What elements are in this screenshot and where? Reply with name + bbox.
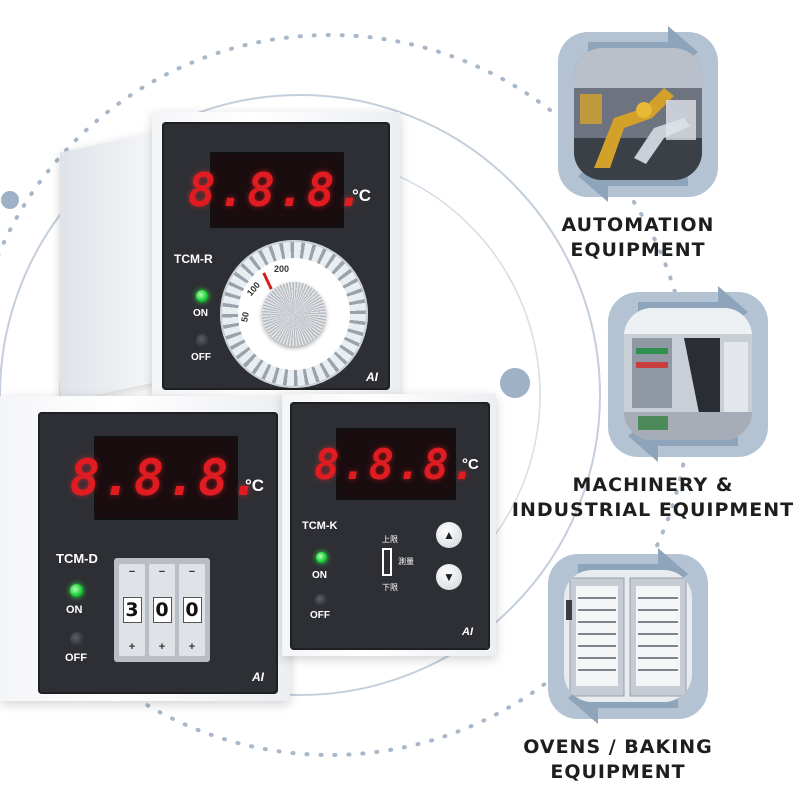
tcm-r-on-led [196, 290, 208, 302]
tcm-k-unit-symbol: °C [462, 456, 479, 473]
controller-tcm-d: 8.8.8. °C TCM-D ON OFF − 3 + − 0 + − 0 +… [0, 386, 300, 706]
triangle-down-icon: ▼ [443, 570, 455, 584]
tcm-r-housing [60, 131, 160, 403]
tcm-d-digit-ones[interactable]: − 0 + [179, 564, 205, 656]
plus-icon[interactable]: + [158, 641, 166, 653]
machinery-photo [624, 308, 752, 440]
automation-robot-photo [574, 48, 702, 180]
tcm-d-on-led [70, 584, 83, 597]
machinery-label-line1: MACHINERY & [572, 474, 734, 496]
controller-tcm-k: 8.8.8. °C TCM-K ON OFF 上限 測量 下限 ▲ ▼ AI [282, 394, 500, 659]
tcm-k-on-led [316, 552, 327, 563]
tcm-r-dial-mark-50: 50 [239, 311, 251, 323]
tcm-d-digit-tens[interactable]: − 0 + [149, 564, 175, 656]
tcm-d-digit-ones-value: 0 [182, 597, 202, 623]
tcm-r-display: 8.8.8. [188, 152, 364, 228]
tcm-r-off-label: OFF [191, 352, 211, 363]
inner-thin-ring [0, 94, 601, 696]
tcm-r-unit-symbol: °C [352, 186, 372, 205]
ovens-label-line2: EQUIPMENT [550, 760, 686, 783]
application-tile-automation: AUTOMATION EQUIPMENT [548, 18, 728, 261]
tcm-k-measure-label: 測量 [398, 557, 414, 566]
tcm-k-on-label: ON [312, 570, 327, 581]
triangle-up-icon: ▲ [443, 528, 455, 542]
tcm-r-dial-knob[interactable] [262, 282, 326, 346]
tcm-d-off-label: OFF [65, 652, 87, 664]
tcm-k-brand: AI [462, 626, 473, 638]
tcm-d-on-label: ON [66, 604, 83, 616]
tcm-d-off-led [70, 632, 84, 646]
tcm-k-down-button[interactable]: ▼ [436, 564, 462, 590]
automation-label-line1: AUTOMATION [561, 214, 715, 236]
tcm-k-off-label: OFF [310, 610, 330, 621]
tcm-r-dial-mark-200: 200 [274, 264, 290, 274]
tcm-r-on-label: ON [193, 308, 208, 319]
tcm-d-model-label: TCM-D [56, 551, 98, 566]
tcm-k-up-button[interactable]: ▲ [436, 522, 462, 548]
tcm-d-digit-hundreds[interactable]: − 3 + [119, 564, 145, 656]
left-ring-dot [1, 191, 19, 209]
application-tile-ovens: OVENS / BAKING EQUIPMENT [523, 540, 718, 783]
automation-label-line2: EQUIPMENT [570, 238, 706, 261]
tcm-r-off-led [196, 334, 209, 347]
tcm-r-brand: AI [366, 370, 378, 384]
ovens-label-line1: OVENS / BAKING [523, 736, 713, 758]
tcm-d-thumbwheel-switch[interactable]: − 3 + − 0 + − 0 + [114, 558, 210, 662]
minus-icon[interactable]: − [128, 566, 136, 578]
right-ring-dot [500, 368, 530, 398]
tcm-d-digit-hundreds-value: 3 [122, 597, 142, 623]
machinery-label-line2: INDUSTRIAL EQUIPMENT [511, 498, 795, 521]
baking-oven-photo [564, 570, 692, 702]
tcm-d-unit-symbol: °C [245, 476, 265, 495]
tcm-k-display: 8.8.8. [314, 428, 476, 500]
tcm-r-model-label: TCM-R [174, 252, 213, 266]
machinery-label: MACHINERY & INDUSTRIAL EQUIPMENT [508, 473, 798, 522]
plus-icon[interactable]: + [128, 641, 136, 653]
tcm-d-brand: AI [252, 670, 264, 684]
minus-icon[interactable]: − [188, 566, 196, 578]
ovens-label: OVENS / BAKING EQUIPMENT [478, 735, 758, 784]
automation-label: AUTOMATION EQUIPMENT [528, 213, 748, 262]
tcm-k-mode-switch[interactable] [382, 548, 392, 576]
minus-icon[interactable]: − [158, 566, 166, 578]
tcm-k-upper-label: 上限 [382, 535, 398, 544]
tcm-k-model-label: TCM-K [302, 520, 338, 532]
tcm-d-digit-tens-value: 0 [152, 597, 172, 623]
tcm-k-off-led [315, 594, 327, 606]
application-tile-machinery: MACHINERY & INDUSTRIAL EQUIPMENT [512, 278, 793, 521]
plus-icon[interactable]: + [188, 641, 196, 653]
tcm-d-display: 8.8.8. [70, 436, 260, 520]
tcm-k-lower-label: 下限 [382, 583, 398, 592]
controller-tcm-r: 8.8.8. °C TCM-R ON OFF 200 100 50 AI [60, 112, 400, 403]
